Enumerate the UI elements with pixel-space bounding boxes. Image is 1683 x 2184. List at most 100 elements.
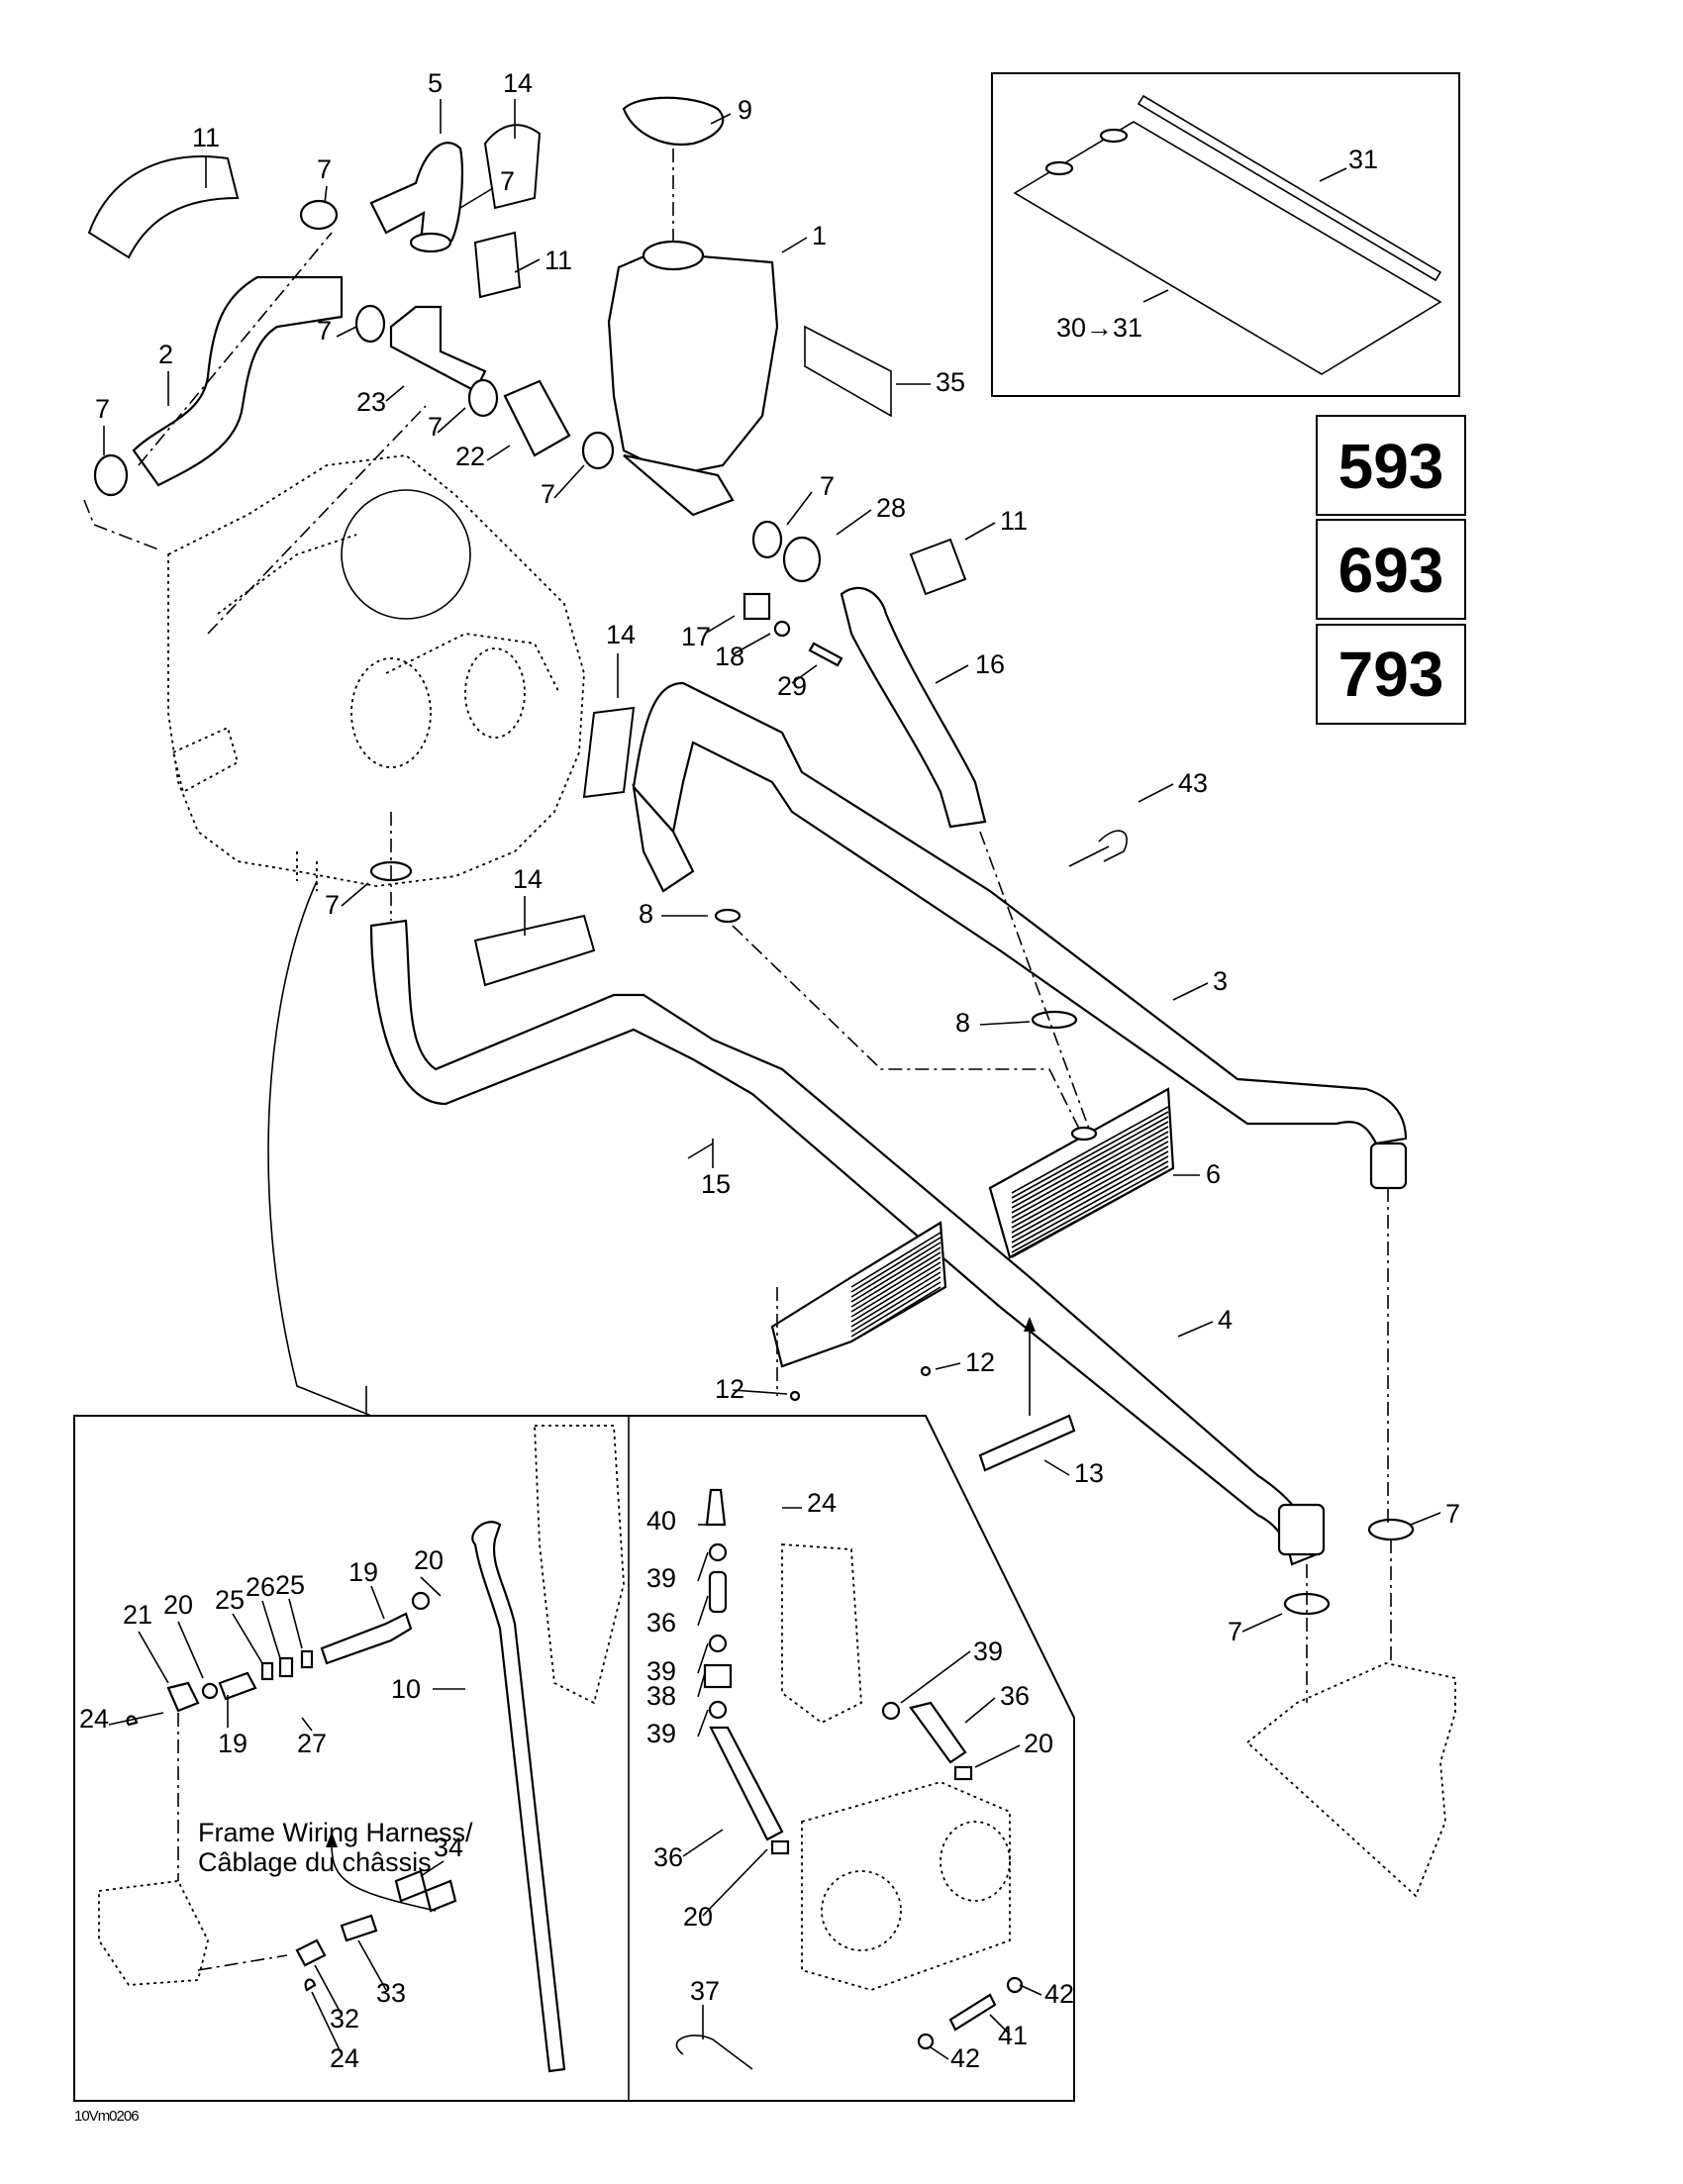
callout-leader xyxy=(974,1744,1021,1768)
callout-8: 8 xyxy=(955,1008,970,1038)
inset-bottom: 10Vm0206 Frame Wiring Harness/ Câblage d… xyxy=(73,1386,1075,2125)
callout-7: 7 xyxy=(317,316,332,346)
coolant-reservoir xyxy=(607,96,892,517)
callout-42: 42 xyxy=(1044,1979,1074,2009)
callout-20: 20 xyxy=(414,1545,444,1575)
callout-27: 27 xyxy=(297,1729,327,1758)
clamp-7 xyxy=(467,378,499,418)
clamp-7 xyxy=(299,199,339,231)
hose-36-right xyxy=(909,1701,967,1764)
callout-7: 7 xyxy=(95,394,110,424)
callout-leader xyxy=(311,1991,343,2055)
clamp-39 xyxy=(708,1634,728,1653)
callout-36: 36 xyxy=(653,1842,683,1872)
connector-34 xyxy=(424,1879,457,1913)
callout-41: 41 xyxy=(998,2021,1028,2050)
callout-leader xyxy=(385,385,405,402)
callout-leader xyxy=(935,1362,961,1370)
callout-39: 39 xyxy=(646,1563,676,1593)
exchanger-fin xyxy=(850,1261,941,1318)
callout-leader xyxy=(108,1712,164,1726)
exchanger-fin xyxy=(850,1232,941,1288)
clamp-20 xyxy=(953,1765,973,1781)
callout-35: 35 xyxy=(936,367,965,397)
callout-23: 23 xyxy=(356,387,386,417)
callout-leader xyxy=(314,1964,343,2016)
exchanger-fin xyxy=(1011,1136,1169,1224)
drawing-code: 10Vm0206 xyxy=(74,2108,139,2125)
hose-36-lower xyxy=(709,1726,784,1841)
caption-frame-wiring-en: Frame Wiring Harness/ xyxy=(198,1818,473,1847)
exchanger-fin xyxy=(1011,1106,1169,1194)
callout-leader xyxy=(732,1389,788,1395)
rivet-12 xyxy=(789,1390,801,1402)
callout-12: 12 xyxy=(965,1347,995,1377)
callout-32: 32 xyxy=(330,2004,359,2034)
reservoir-outlet xyxy=(623,453,735,517)
callout-leader xyxy=(781,237,808,253)
clamp-42 xyxy=(917,2033,935,2050)
inset-frame-bottom xyxy=(73,1415,1075,2102)
callout-leader xyxy=(697,1642,709,1674)
callout-19: 19 xyxy=(218,1729,248,1758)
clamp-7 xyxy=(1367,1518,1415,1541)
callout-leader xyxy=(1019,1984,1042,1996)
hose-36 xyxy=(708,1570,728,1614)
callout-leader xyxy=(791,664,818,684)
tube-22 xyxy=(503,379,571,457)
grommet-8 xyxy=(1031,1010,1078,1030)
callout-leader xyxy=(710,113,732,125)
fitting-40 xyxy=(705,1488,727,1527)
callout-leader xyxy=(301,1717,313,1732)
callout-7: 7 xyxy=(1445,1499,1460,1529)
callout-leader xyxy=(437,407,466,434)
model-badge-593: 593 xyxy=(1338,431,1444,502)
callout-14: 14 xyxy=(513,864,543,894)
callout-leader xyxy=(930,2046,949,2060)
frame-corner xyxy=(1246,1662,1456,1898)
washer-25 xyxy=(260,1661,274,1681)
callout-43: 43 xyxy=(1178,768,1208,798)
long-hose-10 xyxy=(267,880,372,1417)
callout-39: 39 xyxy=(646,1719,676,1748)
tie-15 xyxy=(687,1142,714,1159)
heat-exchanger-lower xyxy=(770,1221,947,1368)
plate-stud xyxy=(1044,160,1074,176)
callout-leader xyxy=(1177,1321,1214,1338)
callout-leader xyxy=(138,1631,169,1684)
clamp-20 xyxy=(770,1839,790,1855)
callout-19: 19 xyxy=(348,1557,378,1587)
hose-19-short xyxy=(218,1671,257,1701)
exchanger-fin xyxy=(850,1276,941,1333)
callout-10: 10 xyxy=(391,1674,421,1704)
exchanger-fin xyxy=(850,1266,941,1323)
callout-7: 7 xyxy=(325,890,340,920)
callout-29: 29 xyxy=(777,671,807,701)
tie-43 xyxy=(1068,830,1128,867)
model-badge-693: 693 xyxy=(1338,535,1444,606)
callout-18: 18 xyxy=(715,642,744,671)
callout-leader xyxy=(697,1709,709,1737)
screw-29 xyxy=(808,642,843,667)
callout-36: 36 xyxy=(1000,1681,1030,1711)
model-badges: 593 693 793 xyxy=(1316,415,1466,725)
clamp-7 xyxy=(751,520,783,559)
callout-6: 6 xyxy=(1206,1159,1221,1189)
plate-part xyxy=(1013,121,1442,375)
plate-stud xyxy=(1099,128,1129,144)
callout-leader xyxy=(324,185,328,204)
hose-2 xyxy=(132,275,344,487)
clamp-28 xyxy=(782,536,822,583)
callout-30-to-31: 30→31 xyxy=(1056,313,1142,343)
sealant-24 xyxy=(304,1978,317,1992)
callout-leader xyxy=(682,1829,724,1857)
arrow-up-icon xyxy=(1024,1317,1036,1332)
callout-leader xyxy=(989,2014,1011,2035)
callout-leader xyxy=(964,1697,996,1724)
callout-24: 24 xyxy=(330,2043,359,2073)
reservoir-neck xyxy=(642,240,705,271)
callout-39: 39 xyxy=(646,1656,676,1686)
reservoir-ghost-2 xyxy=(781,1543,862,1725)
callout-leader xyxy=(734,633,771,654)
callout-4: 4 xyxy=(1218,1305,1233,1335)
